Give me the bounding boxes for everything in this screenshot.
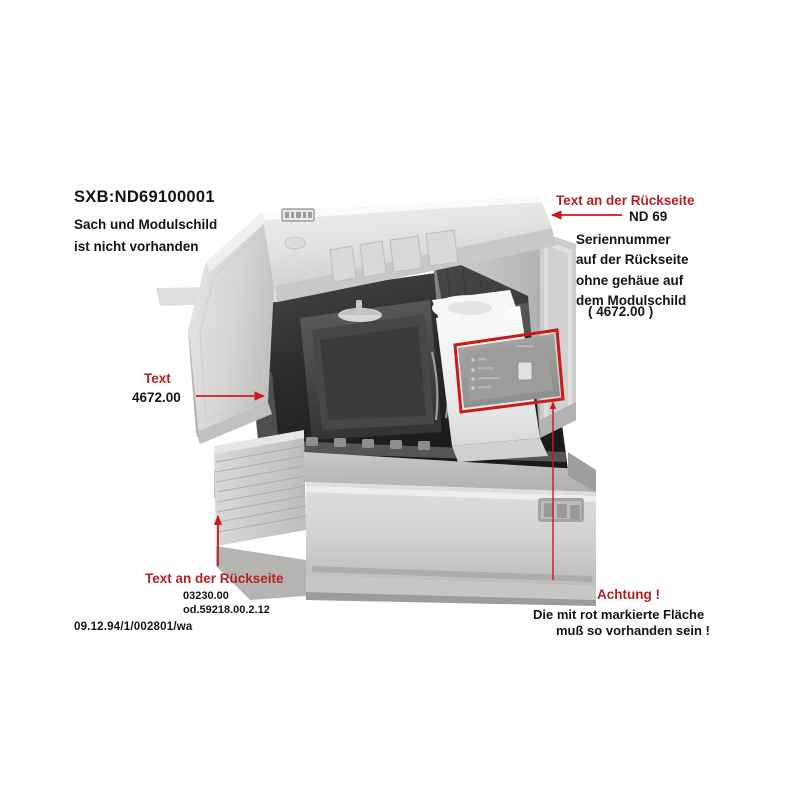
rear-side-value-nd69: ND 69 <box>629 209 668 224</box>
serial-note-line-1: Seriennummer <box>576 232 671 247</box>
warning-heading: Achtung ! <box>597 587 660 602</box>
base-button-group <box>544 503 580 519</box>
rear-side-heading-bottom: Text an der Rückseite <box>145 571 284 586</box>
module-label-badge <box>281 208 315 222</box>
text-annotation-heading: Text <box>144 371 171 386</box>
top-cover[interactable] <box>156 196 556 306</box>
serial-note-line-4: dem Modulschild <box>576 292 687 308</box>
module-note-line-2: ist nicht vorhanden <box>74 239 199 254</box>
serial-note-value: ( 4672.00 ) <box>588 304 654 319</box>
serial-note-block: Seriennummer auf der Rückseite ohne gehä… <box>576 230 689 311</box>
annotation-leaders <box>196 210 622 580</box>
red-marked-area <box>453 328 565 414</box>
serial-note-line-3: ohne gehäue auf <box>576 272 684 288</box>
left-open-cover[interactable] <box>188 212 274 444</box>
control-panel[interactable] <box>453 328 565 414</box>
text-annotation-value: 4672.00 <box>132 390 181 405</box>
rear-side-value-2: od.59218.00.2.12 <box>183 604 270 616</box>
rear-side-heading-top: Text an der Rückseite <box>556 193 695 208</box>
rear-side-value-1: 03230.00 <box>183 590 229 602</box>
panel-key[interactable] <box>517 361 533 381</box>
serial-note-line-2: auf der Rückseite <box>576 252 689 268</box>
printer-base <box>214 430 596 606</box>
warning-line-1: Die mit rot markierte Fläche <box>533 607 705 622</box>
module-note-line-1: Sach und Modulschild <box>74 217 218 232</box>
part-code: SXB:ND69100001 <box>74 188 215 206</box>
document-reference: 09.12.94/1/002801/wa <box>74 621 193 633</box>
panel-indicators <box>471 358 475 390</box>
warning-line-2: muß so vorhanden sein ! <box>556 623 710 638</box>
